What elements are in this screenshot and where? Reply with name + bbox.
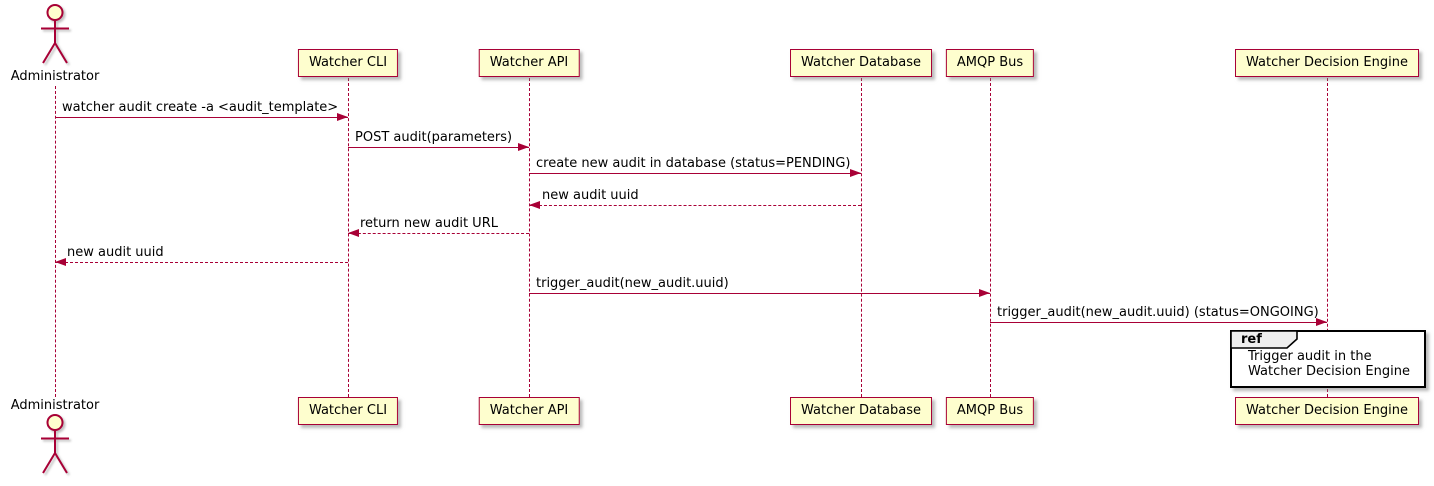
message-line: [529, 205, 861, 206]
participant-watcher-decision-engine-top: Watcher Decision Engine: [1235, 49, 1419, 77]
message-label: trigger_audit(new_audit.uuid) (status=ON…: [997, 305, 1319, 320]
arrowhead-icon: [337, 113, 348, 121]
message-line: [990, 322, 1327, 323]
lifeline-watcher-api: [529, 78, 530, 397]
ref-tag-icon: [1230, 330, 1298, 349]
arrowhead-icon: [518, 143, 529, 151]
arrowhead-icon: [55, 258, 66, 266]
ref-fragment: ref Trigger audit in the Watcher Decisio…: [1230, 330, 1426, 388]
message-label: trigger_audit(new_audit.uuid): [536, 276, 729, 291]
participant-amqp-bus-top: AMQP Bus: [945, 49, 1035, 77]
lifeline-watcher-cli: [348, 78, 349, 397]
participant-amqp-bus-bottom: AMQP Bus: [945, 397, 1035, 425]
message-label: return new audit URL: [360, 216, 498, 231]
participant-watcher-cli-bottom: Watcher CLI: [297, 397, 399, 425]
arrowhead-icon: [1316, 318, 1327, 326]
ref-text-line: Trigger audit in the: [1248, 349, 1372, 364]
participant-label: AMQP Bus: [956, 403, 1024, 418]
message-label: create new audit in database (status=PEN…: [536, 156, 851, 171]
participant-label: Watcher Decision Engine: [1246, 403, 1408, 418]
participant-label: AMQP Bus: [956, 55, 1024, 70]
participant-label: Watcher CLI: [308, 55, 388, 70]
participant-label: Watcher API: [489, 403, 569, 418]
lifeline-watcher-decision-engine: [1327, 78, 1328, 397]
arrowhead-icon: [348, 229, 359, 237]
arrowhead-icon: [529, 201, 540, 209]
ref-text-line: Watcher Decision Engine: [1248, 364, 1410, 379]
message-line: [529, 293, 990, 294]
lifeline-amqp-bus: [990, 78, 991, 397]
message-label: watcher audit create -a <audit_template>: [62, 100, 339, 115]
participant-label: Watcher Database: [801, 403, 921, 418]
message-line: [348, 233, 529, 234]
message-line: [55, 262, 348, 263]
participant-label: Watcher Database: [801, 55, 921, 70]
message-line: [529, 173, 861, 174]
participant-label: Watcher Decision Engine: [1246, 55, 1408, 70]
actor-icon: [41, 4, 69, 64]
actor-label-bottom: Administrator: [10, 398, 100, 413]
ref-tag-label: ref: [1241, 332, 1262, 347]
arrowhead-icon: [979, 289, 990, 297]
lifeline-watcher-database: [861, 78, 862, 397]
lifeline-administrator: [55, 86, 56, 397]
participant-label: Watcher API: [489, 55, 569, 70]
participant-watcher-database-bottom: Watcher Database: [790, 397, 932, 425]
actor-icon: [41, 414, 69, 474]
message-label: new audit uuid: [67, 245, 164, 260]
message-label: POST audit(parameters): [355, 130, 513, 145]
message-label: new audit uuid: [542, 188, 639, 203]
arrowhead-icon: [850, 169, 861, 177]
participant-watcher-api-bottom: Watcher API: [478, 397, 580, 425]
participant-watcher-cli-top: Watcher CLI: [297, 49, 399, 77]
participant-label: Watcher CLI: [308, 403, 388, 418]
actor-label-top: Administrator: [10, 69, 100, 84]
participant-watcher-api-top: Watcher API: [478, 49, 580, 77]
message-line: [55, 117, 348, 118]
message-line: [348, 147, 529, 148]
participant-watcher-decision-engine-bottom: Watcher Decision Engine: [1235, 397, 1419, 425]
participant-watcher-database-top: Watcher Database: [790, 49, 932, 77]
